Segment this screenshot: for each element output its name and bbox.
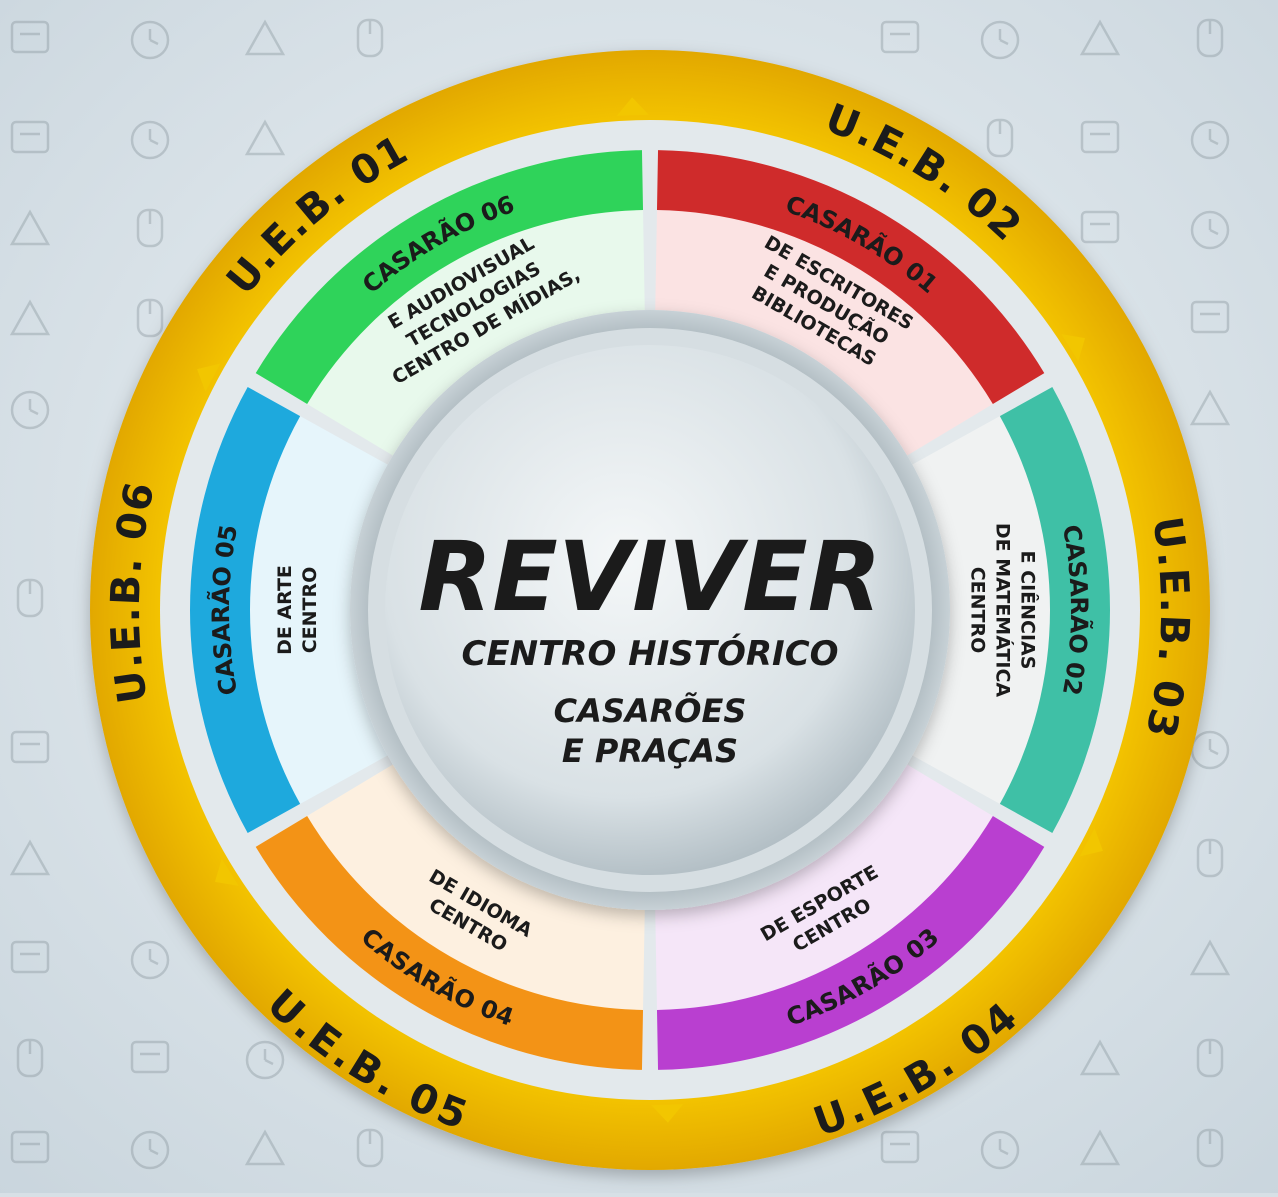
school-bus-icon: [1079, 1129, 1121, 1166]
backpack-icon: [16, 578, 44, 618]
ring-marker: [1079, 828, 1103, 857]
title-main: REVIVER: [418, 521, 881, 633]
segment-inner-fill: [655, 150, 1045, 456]
school-bus-icon: [1189, 389, 1231, 426]
segment-center-text: CENTRO: [967, 567, 989, 654]
teacher-icon: [1190, 300, 1230, 334]
globe-icon: [10, 120, 50, 154]
segment-center-text: DE ARTE: [274, 565, 296, 655]
segment-color-band: [255, 816, 644, 1070]
segment-color-band: [656, 150, 1045, 404]
books-icon: [244, 1129, 286, 1166]
teacher-icon: [880, 1130, 920, 1164]
alarm-clock-icon: [9, 209, 51, 246]
alarm-clock-icon: [1079, 1039, 1121, 1076]
backpack-icon: [356, 18, 384, 58]
title-line1: CENTRO HISTÓRICO: [461, 633, 838, 674]
flask-icon: [244, 119, 286, 156]
pencil-cup-icon: [136, 208, 164, 248]
compass-icon: [1080, 210, 1120, 244]
chat-icon: [1079, 19, 1121, 56]
pen-icon: [16, 1038, 44, 1078]
segment-inner-fill: [255, 764, 645, 1070]
books-icon: [9, 299, 51, 336]
segment-color-band: [656, 816, 1045, 1070]
ring-marker: [197, 363, 221, 392]
apple-icon: [1196, 838, 1224, 878]
title-line2: CASARÕES: [554, 691, 747, 730]
flask-icon: [1189, 939, 1231, 976]
desk-icon: [980, 1130, 1020, 1170]
desk-icon: [130, 20, 170, 60]
compass-icon: [10, 1130, 50, 1164]
apple-icon: [1196, 18, 1224, 58]
ring-marker: [651, 1104, 684, 1123]
mouse-icon: [980, 20, 1020, 60]
background-icons: [9, 18, 1231, 1170]
segment-center-text: DE MATEMÁTICA: [992, 523, 1015, 698]
segment-inner-fill: [655, 764, 1045, 1070]
segment-center-text: E CIÊNCIAS: [1017, 551, 1040, 670]
chalkboard-icon: [130, 1130, 170, 1170]
teacher-icon: [10, 20, 50, 54]
clipboard-icon: [130, 940, 170, 980]
clipboard-icon: [130, 120, 170, 160]
printer-icon: [880, 20, 920, 54]
globe-icon: [10, 940, 50, 974]
ring-marker: [616, 97, 649, 116]
telescope-icon: [1080, 120, 1120, 154]
pen-icon: [986, 118, 1014, 158]
segment-color-band: [255, 150, 644, 404]
school-bus-icon: [244, 19, 286, 56]
ring-marker: [214, 858, 239, 886]
chat-icon: [9, 839, 51, 876]
pencil-cup-icon: [1196, 1038, 1224, 1078]
ring-marker: [1061, 334, 1086, 362]
telescope-icon: [130, 1040, 170, 1074]
printer-icon: [10, 730, 50, 764]
segment-inner-fill: [255, 150, 645, 456]
desk-icon: [10, 390, 50, 430]
microscope-icon: [356, 1128, 384, 1168]
segment-center-text: CENTRO: [299, 567, 321, 654]
segment-color-band: [190, 386, 301, 834]
microscope-icon: [136, 298, 164, 338]
title-line3: E PRAÇAS: [562, 732, 738, 770]
chalkboard-icon: [1190, 210, 1230, 250]
ring-markers: [197, 97, 1103, 1123]
clock-icon: [1190, 120, 1230, 160]
segment-color-band: [999, 386, 1110, 834]
backpack-icon: [1196, 1128, 1224, 1168]
hub: [385, 345, 915, 875]
clock-icon: [245, 1040, 285, 1080]
